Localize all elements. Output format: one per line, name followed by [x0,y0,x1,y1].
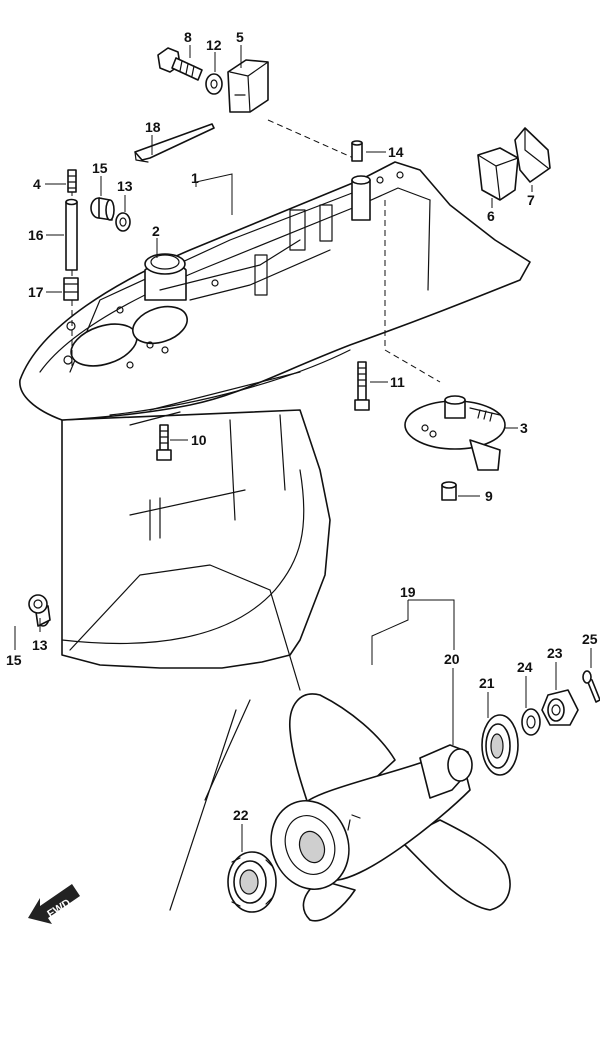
callout-18: 18 [145,119,161,135]
callout-13-lower: 13 [32,637,48,653]
grease-fitting-part-4 [67,169,77,193]
cover-part-6 [477,147,519,201]
callout-15-lower: 15 [6,652,22,668]
fitting-part-17 [63,277,79,301]
propeller-part-19 [270,693,511,922]
washer-part-12 [205,73,223,95]
leader-lines [14,45,592,852]
bracket-part-7 [514,127,551,183]
callout-4: 4 [33,176,41,192]
gear-case-housing [19,161,531,911]
callout-8: 8 [184,29,192,45]
nut-part-23 [541,689,579,726]
trim-tab-part-3 [404,395,506,471]
strap-part-18 [134,123,215,163]
dowel-pin-part-14 [351,140,363,162]
bolt-part-8 [157,47,203,81]
callout-14: 14 [388,144,404,160]
thrust-ring-part-22 [227,851,277,913]
anode-part-5 [227,59,269,113]
spacer-part-20 [481,714,519,776]
bolt-part-11 [354,361,370,411]
callout-23: 23 [547,645,563,661]
callout-24: 24 [517,659,533,675]
washer-part-24 [521,708,541,736]
callout-7: 7 [527,192,535,208]
gasket-part-13-lower [28,594,48,614]
tube-part-16 [65,198,78,271]
callout-19: 19 [400,584,416,600]
callout-12: 12 [206,37,222,53]
fwd-arrow-icon [28,884,80,924]
alignment-line [384,200,441,383]
bolt-part-10 [156,424,172,461]
callout-16: 16 [28,227,44,243]
callout-13-upper: 13 [117,178,133,194]
callout-5: 5 [236,29,244,45]
callout-11: 11 [390,374,405,390]
bolt-part-9 [441,481,457,501]
callout-10: 10 [191,432,207,448]
alignment-line [267,119,359,161]
callout-17: 17 [28,284,44,300]
callout-labels: 8 12 5 18 14 4 15 13 1 2 16 17 6 7 11 3 … [6,29,598,823]
callout-6: 6 [487,208,495,224]
callout-2: 2 [152,223,160,239]
plug-part-15-upper [90,197,115,221]
callout-22: 22 [233,807,249,823]
callout-1: 1 [191,170,199,186]
cotter-pin-part-25 [582,670,600,703]
callout-9: 9 [485,488,493,504]
forward-direction-indicator: FWD [28,884,80,924]
gasket-part-13-upper [115,212,131,232]
callout-20: 20 [444,651,460,667]
callout-21: 21 [479,675,495,691]
callout-25: 25 [582,631,598,647]
callout-15-upper: 15 [92,160,108,176]
callout-3: 3 [520,420,528,436]
